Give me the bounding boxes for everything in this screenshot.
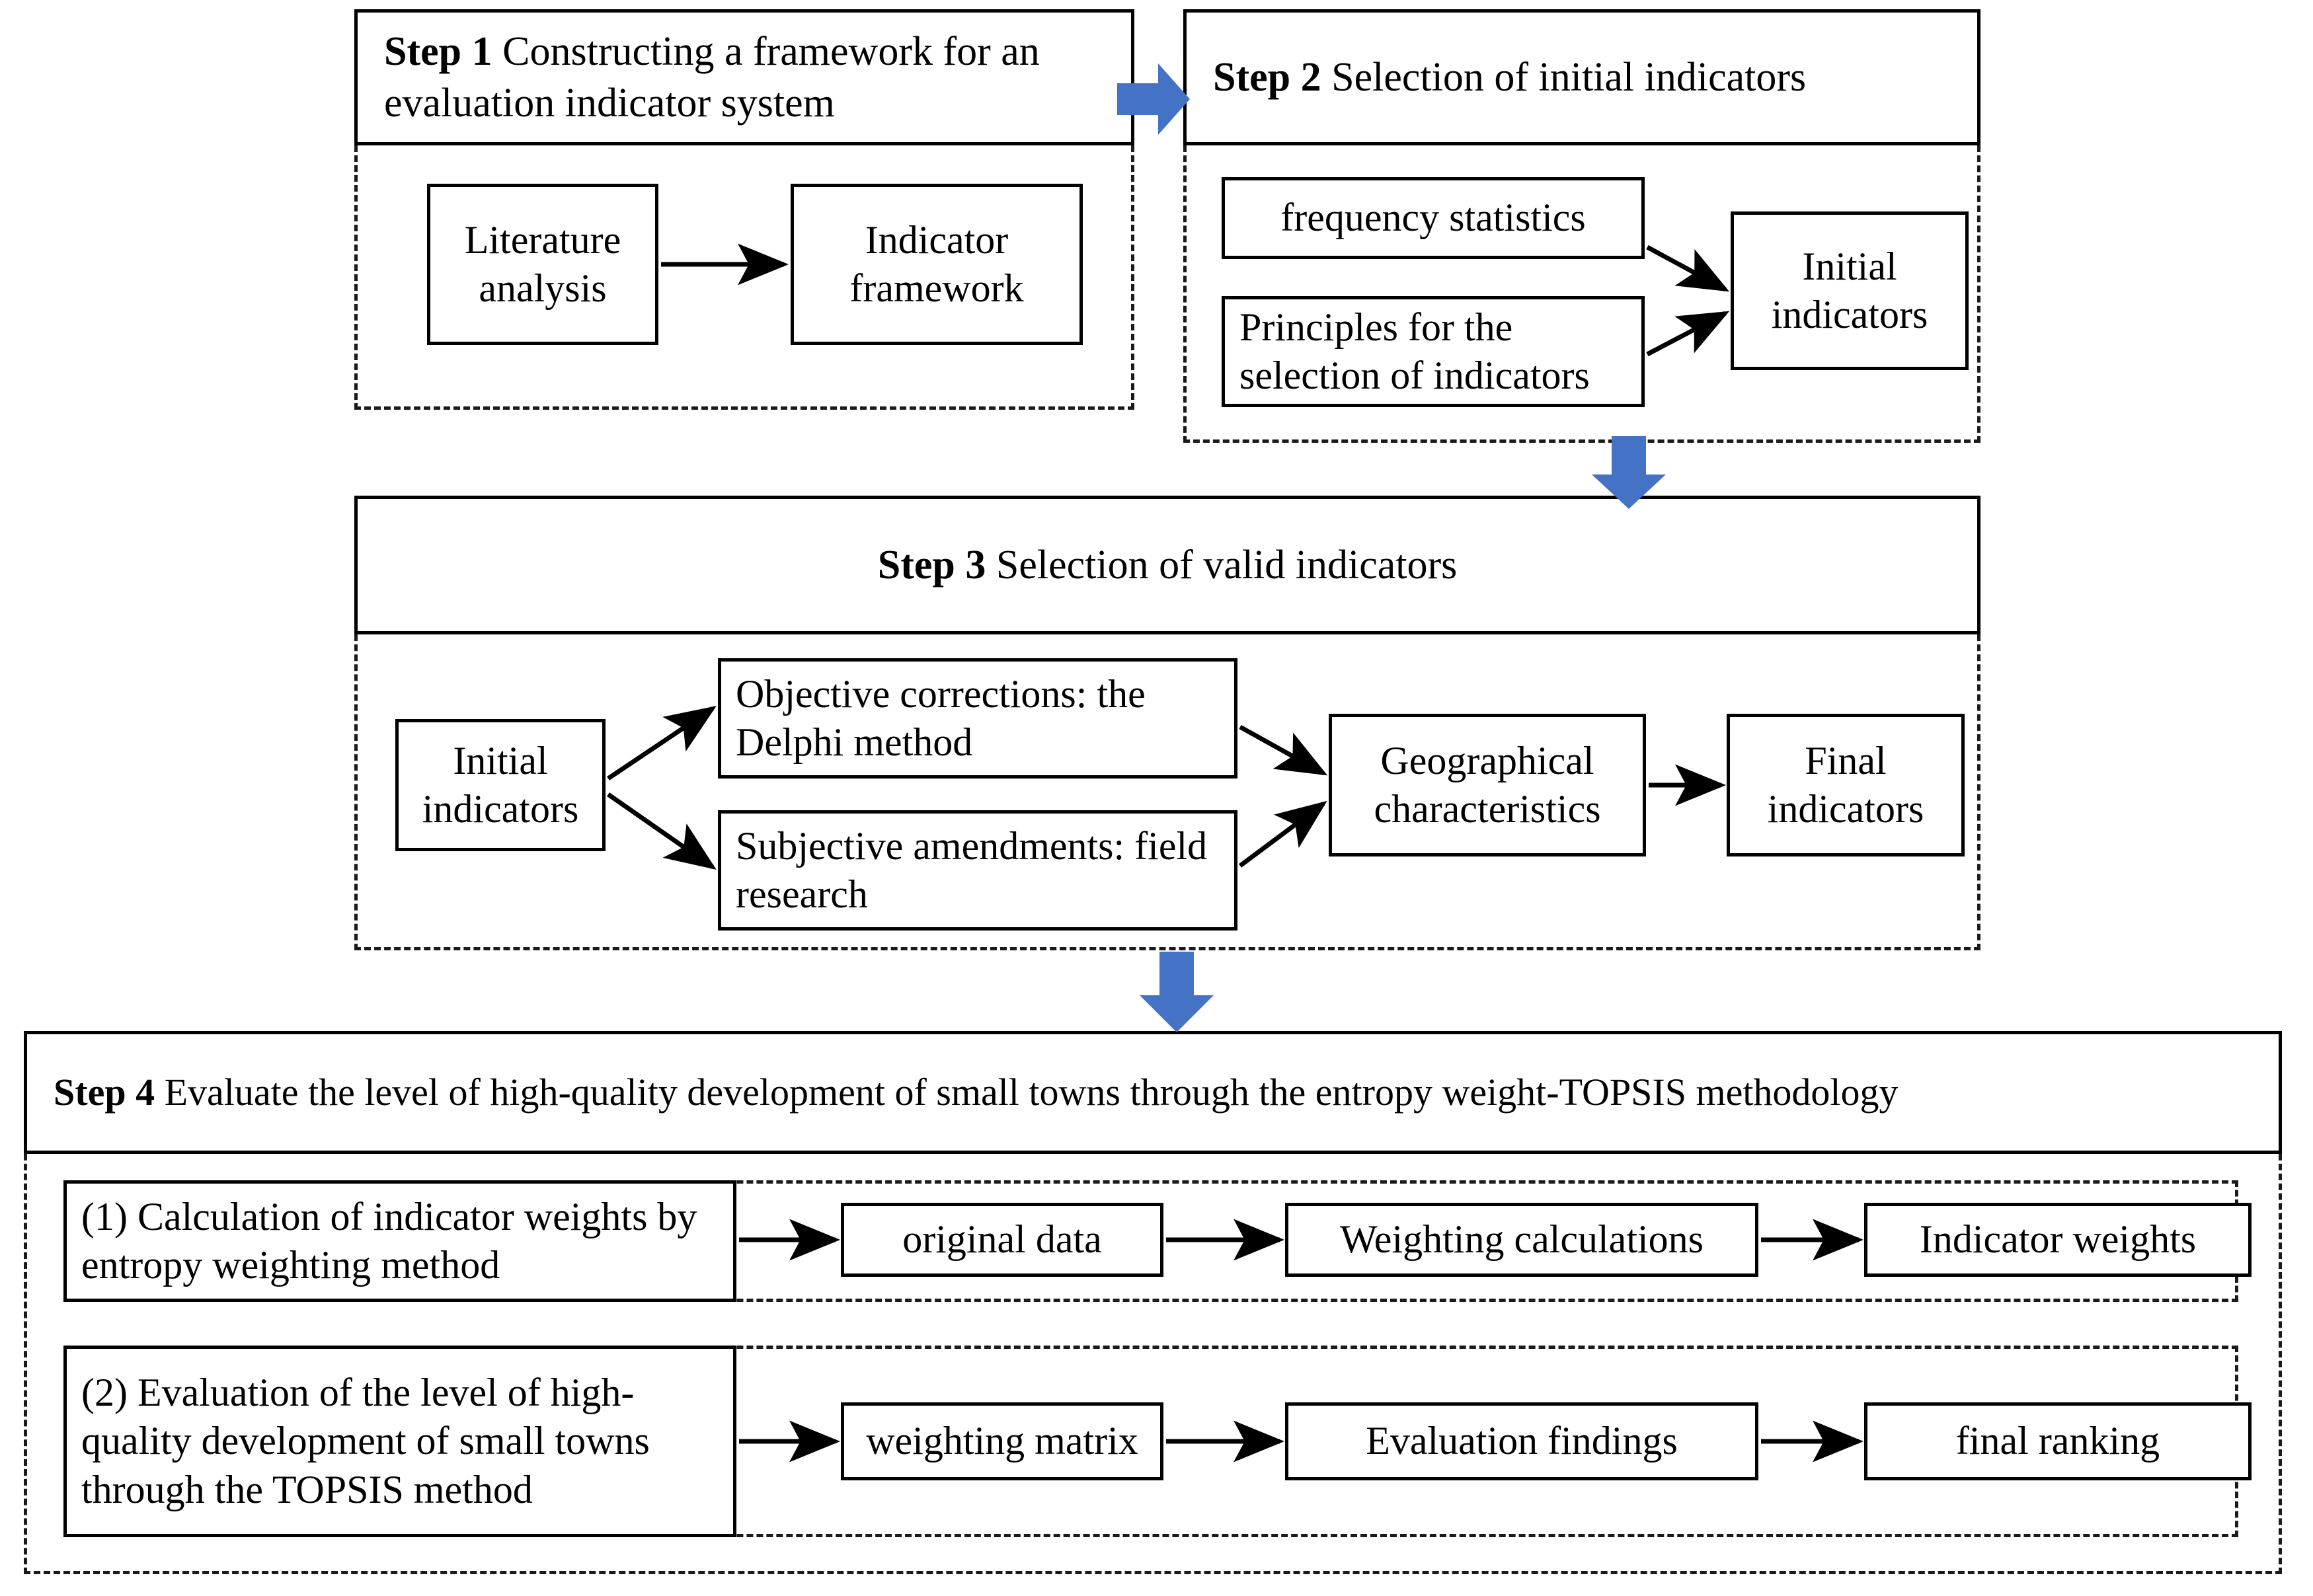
step2-title: Selection of initial indicators (1321, 54, 1807, 100)
node-final-ranking-label: final ranking (1955, 1419, 2160, 1463)
node-initial-indicators-step3-label: Initial indicators (422, 738, 579, 831)
node-indicator-weights-label: Indicator weights (1919, 1217, 2197, 1262)
node-weighting-calculations-label: Weighting calculations (1339, 1217, 1704, 1262)
step1-header-box: Step 1 Constructing a framework for an e… (354, 9, 1134, 145)
node-objective-corrections-label: Objective corrections: the Delphi method (736, 671, 1146, 764)
node-initial-indicators-step2[interactable]: Initial indicators (1731, 211, 1969, 370)
node-substep-2-label-box[interactable]: (2) Evaluation of the level of high-qual… (63, 1346, 736, 1537)
node-original-data[interactable]: original data (841, 1203, 1163, 1277)
step4-title: Evaluate the level of high-quality devel… (155, 1071, 1899, 1114)
node-subjective-amendments[interactable]: Subjective amendments: field research (718, 810, 1237, 931)
node-evaluation-findings-label: Evaluation findings (1366, 1419, 1678, 1463)
blue-arrow-step1-to-step2 (1117, 63, 1190, 135)
node-frequency-statistics[interactable]: frequency statistics (1222, 177, 1645, 259)
node-frequency-statistics-label: frequency statistics (1280, 196, 1586, 240)
step4-header-box: Step 4 Evaluate the level of high-qualit… (24, 1031, 2282, 1154)
step2-header-text: Step 2 Selection of initial indicators (1187, 52, 1977, 103)
node-weighting-matrix[interactable]: weighting matrix (841, 1402, 1163, 1480)
step4-label: Step 4 (54, 1071, 155, 1114)
step1-header-text: Step 1 Constructing a framework for an e… (358, 26, 1131, 129)
node-final-indicators-label: Final indicators (1767, 738, 1924, 831)
node-substep-1-label: (1) Calculation of indicator weights by … (81, 1194, 697, 1287)
node-principles-selection-label: Principles for the selection of indicato… (1239, 305, 1590, 397)
node-initial-indicators-step2-label: Initial indicators (1771, 244, 1928, 336)
node-substep-2-label: (2) Evaluation of the level of high-qual… (81, 1371, 650, 1511)
node-final-ranking[interactable]: final ranking (1864, 1402, 2252, 1480)
node-substep-1-label-box[interactable]: (1) Calculation of indicator weights by … (63, 1180, 736, 1302)
step1-title: Constructing a framework for an evaluati… (384, 28, 1040, 126)
node-literature-analysis-label: Literature analysis (464, 217, 621, 310)
step3-header-text: Step 3 Selection of valid indicators (358, 539, 1977, 591)
node-principles-selection[interactable]: Principles for the selection of indicato… (1222, 296, 1645, 407)
node-objective-corrections[interactable]: Objective corrections: the Delphi method (718, 658, 1237, 779)
node-indicator-framework-label: Indicator framework (849, 217, 1024, 310)
node-weighting-calculations[interactable]: Weighting calculations (1285, 1203, 1758, 1277)
node-final-indicators[interactable]: Final indicators (1727, 714, 1965, 856)
node-evaluation-findings[interactable]: Evaluation findings (1285, 1402, 1758, 1480)
node-indicator-framework[interactable]: Indicator framework (791, 184, 1083, 345)
step1-content-zone (354, 145, 1134, 410)
step2-label: Step 2 (1213, 54, 1321, 100)
node-initial-indicators-step3[interactable]: Initial indicators (395, 719, 606, 851)
step3-label: Step 3 (877, 542, 986, 588)
node-literature-analysis[interactable]: Literature analysis (427, 184, 658, 345)
node-indicator-weights[interactable]: Indicator weights (1864, 1203, 2252, 1277)
blue-arrow-step2-to-step3 (1592, 436, 1666, 509)
node-subjective-amendments-label: Subjective amendments: field research (736, 823, 1208, 916)
step4-content-zone (24, 1154, 2282, 1574)
node-geographical-characteristics-label: Geographical characteristics (1374, 738, 1601, 831)
step3-header-box: Step 3 Selection of valid indicators (354, 496, 1980, 634)
step1-label: Step 1 (384, 28, 492, 74)
step2-header-box: Step 2 Selection of initial indicators (1183, 9, 1980, 145)
node-original-data-label: original data (902, 1217, 1102, 1262)
blue-arrow-step3-to-step4 (1140, 952, 1214, 1032)
step4-header-text: Step 4 Evaluate the level of high-qualit… (27, 1068, 2279, 1116)
step3-title: Selection of valid indicators (986, 542, 1458, 588)
step3-content-zone (354, 634, 1980, 950)
node-weighting-matrix-label: weighting matrix (866, 1419, 1138, 1463)
node-geographical-characteristics[interactable]: Geographical characteristics (1329, 714, 1646, 856)
step2-content-zone (1183, 145, 1980, 443)
